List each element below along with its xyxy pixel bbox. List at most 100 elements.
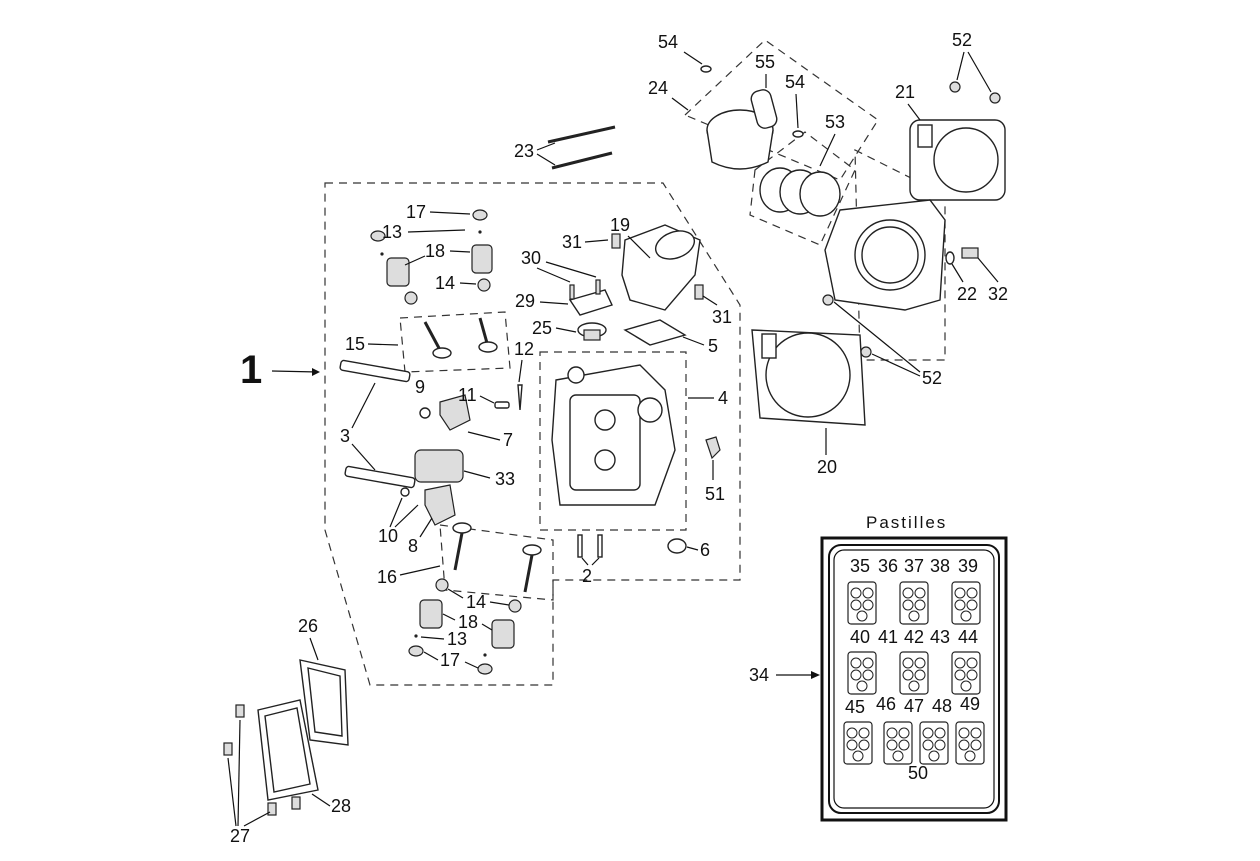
intake-valves	[423, 317, 498, 359]
shim-disc	[858, 727, 870, 739]
shim-disc	[966, 587, 978, 599]
shim-disc	[958, 727, 970, 739]
thermostat-housing	[568, 279, 613, 316]
shim-disc	[862, 587, 874, 599]
shim-disc	[908, 680, 920, 692]
bolt-31a	[611, 233, 621, 249]
fitting-32	[961, 247, 979, 259]
valve-cover-gasket	[299, 659, 349, 746]
callout-53: 53	[825, 112, 845, 132]
callout-54: 54	[785, 72, 805, 92]
callout-2: 2	[582, 566, 592, 586]
shim-disc	[862, 657, 874, 669]
shim-disc	[960, 680, 972, 692]
shim-disc	[852, 750, 864, 762]
exhaust-valves	[452, 522, 542, 593]
piston-outline	[683, 39, 879, 181]
callout-4: 4	[718, 388, 728, 408]
shim-disc	[914, 657, 926, 669]
callout-16: 16	[377, 567, 397, 587]
callout-52: 52	[952, 30, 972, 50]
shim-disc	[954, 669, 966, 681]
shim-disc	[902, 657, 914, 669]
shim-disc	[964, 750, 976, 762]
shim-box-title: Pastilles	[866, 513, 947, 532]
nut-52b	[989, 92, 1001, 104]
shim-disc	[970, 739, 982, 751]
callout-24: 24	[648, 78, 668, 98]
callout-13: 13	[382, 222, 402, 242]
thermostat	[577, 322, 607, 341]
guide-12	[517, 384, 523, 411]
shim-label-46: 46	[876, 694, 896, 714]
callout-12: 12	[514, 339, 534, 359]
callout-31: 31	[562, 232, 582, 252]
shim-disc	[902, 599, 914, 611]
shim-disc	[898, 727, 910, 739]
shim-disc	[958, 739, 970, 751]
rocker-arm-upper	[419, 394, 471, 431]
shim-disc	[954, 587, 966, 599]
shim-label-48: 48	[932, 696, 952, 716]
callout-17: 17	[440, 650, 460, 670]
callout-34: 34	[749, 665, 769, 685]
shim-disc	[846, 727, 858, 739]
callout-55: 55	[755, 52, 775, 72]
camshaft	[414, 449, 464, 483]
callout-5: 5	[708, 336, 718, 356]
callout-22: 22	[957, 284, 977, 304]
shim-disc	[908, 610, 920, 622]
intake-manifold	[621, 224, 701, 311]
shim-disc	[934, 739, 946, 751]
shim-disc	[846, 739, 858, 751]
callout-31: 31	[712, 307, 732, 327]
shim-disc	[850, 599, 862, 611]
callout-11: 11	[458, 385, 477, 405]
shim-disc	[954, 657, 966, 669]
assembly-label-1: 1	[240, 348, 262, 392]
shim-disc	[966, 599, 978, 611]
shim-label-47: 47	[904, 696, 924, 716]
shim-disc	[850, 669, 862, 681]
callout-29: 29	[515, 291, 535, 311]
shim-disc	[850, 587, 862, 599]
shim-label-36: 36	[878, 556, 898, 576]
callout-51: 51	[705, 484, 725, 504]
shim-disc	[914, 587, 926, 599]
shim-label-50: 50	[908, 763, 928, 783]
shim-disc	[856, 680, 868, 692]
bolt-31b	[694, 284, 704, 300]
callout-23: 23	[514, 141, 534, 161]
shim-disc	[902, 587, 914, 599]
shim-disc	[966, 657, 978, 669]
head-gasket-21	[909, 119, 1006, 201]
arrow-head	[312, 368, 320, 376]
shim-disc	[886, 727, 898, 739]
shim-label-41: 41	[878, 627, 898, 647]
valve-upper-box	[399, 311, 511, 373]
shim-label-49: 49	[960, 694, 980, 714]
cylinder-block	[824, 199, 946, 311]
washer-22	[945, 251, 955, 265]
rocker-arm-lower	[400, 484, 456, 526]
shim-disc	[898, 739, 910, 751]
cylinder-head	[551, 364, 676, 506]
shim-disc	[856, 610, 868, 622]
shim-label-37: 37	[904, 556, 924, 576]
studs	[577, 534, 603, 558]
shim-disc	[954, 599, 966, 611]
callout-15: 15	[345, 334, 365, 354]
nut-52c	[822, 294, 834, 306]
shim-disc	[960, 610, 972, 622]
callout-33: 33	[495, 469, 515, 489]
callout-30: 30	[521, 248, 541, 268]
shim-disc	[914, 599, 926, 611]
valve-spring-right	[471, 244, 493, 274]
gasket-5	[623, 319, 687, 346]
shim-label-43: 43	[930, 627, 950, 647]
shim-disc	[934, 727, 946, 739]
callout-21: 21	[895, 82, 915, 102]
temp-sensor	[705, 436, 721, 460]
callout-8: 8	[408, 536, 418, 556]
